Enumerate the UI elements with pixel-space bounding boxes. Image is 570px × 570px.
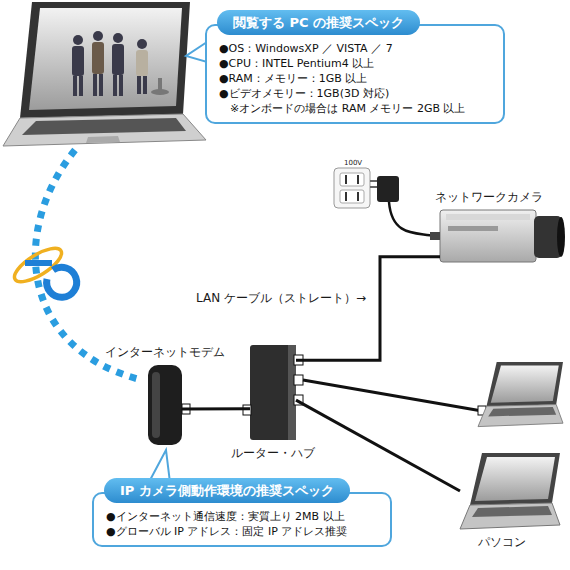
callout-heading: 閲覧する PC の推奨スペック <box>217 10 420 35</box>
laptop-screen <box>29 8 182 110</box>
outlet-slots <box>345 175 359 201</box>
camera-body <box>440 210 536 262</box>
router-body <box>250 345 296 440</box>
laptop-base <box>3 114 206 146</box>
power-plug <box>430 232 440 240</box>
outlet-socket <box>340 190 364 203</box>
device-label: ネットワークカメラ <box>435 190 543 205</box>
router-ports <box>243 355 303 415</box>
camera-ridge <box>446 214 530 220</box>
lan-cable <box>296 257 440 360</box>
device-label: パソコン <box>478 535 526 550</box>
viewer-laptop <box>3 2 206 146</box>
device-label: インターネットモデム <box>105 345 225 360</box>
callout-tail <box>186 42 207 62</box>
lan-cable <box>182 407 250 410</box>
power-outlet <box>334 168 370 208</box>
voltage-label: 100V <box>344 158 362 168</box>
spec-line: ※オンボードの場合は RAM メモリー 2GB 以上 <box>219 101 489 116</box>
spec-line: ●OS：WindowsXP ／ VISTA ／ 7 <box>219 41 489 56</box>
router-hub <box>243 345 303 440</box>
outlet-plate <box>334 168 370 208</box>
spec-callout: 閲覧する PC の推奨スペック●OS：WindowsXP ／ VISTA ／ 7… <box>205 10 505 124</box>
spec-line: ●CPU：INTEL Pentium4 以上 <box>219 56 489 71</box>
logo-e <box>47 267 77 297</box>
spec-callout: IP カメラ側動作環境の推奨スペック ●インターネット通信速度：実質上り 2MB … <box>92 478 392 547</box>
modem-front <box>152 372 160 438</box>
logo-bar <box>25 260 52 266</box>
lan-cable <box>303 380 482 411</box>
device-label: ルーター・ハブ <box>231 446 315 461</box>
camera-box: ネットワークカメラ <box>440 210 562 262</box>
laptop-touchpad <box>86 136 120 143</box>
adapter-body <box>377 176 399 202</box>
modem-box: インターネットモデム <box>148 365 182 445</box>
spec-line: ●インターネット通信速度：実質上り 2MB 以上 <box>106 509 376 524</box>
spec-line: ●RAM：メモリー：1GB 以上 <box>219 71 489 86</box>
cable-label: LAN ケーブル（ストレート）→ <box>196 291 366 306</box>
screen-people <box>72 31 169 96</box>
callout-body: ●OS：WindowsXP ／ VISTA ／ 7●CPU：INTEL Pent… <box>205 24 505 124</box>
router-box: ルーター・ハブ <box>250 345 296 440</box>
client-laptop <box>478 362 563 427</box>
callout-heading: IP カメラ側動作環境の推奨スペック <box>104 478 350 503</box>
network-camera <box>430 210 565 262</box>
pc-box: パソコン <box>460 453 560 529</box>
camera-plate <box>448 226 498 231</box>
power-adapter <box>370 176 434 236</box>
lens-front <box>557 217 565 257</box>
modem-body <box>148 365 182 445</box>
laptop-keyboard <box>22 118 186 135</box>
spec-line: ●グローバル IP アドレス：固定 IP アドレス推奨 <box>106 524 376 539</box>
spec-line: ●ビデオメモリー：1GB(3D 対応) <box>219 86 489 101</box>
outlet-socket <box>340 173 364 186</box>
power-cord <box>389 202 434 236</box>
client-laptop <box>460 453 560 529</box>
laptop-lid <box>20 2 190 118</box>
internet-modem <box>148 365 190 445</box>
browser-logo <box>10 242 77 297</box>
